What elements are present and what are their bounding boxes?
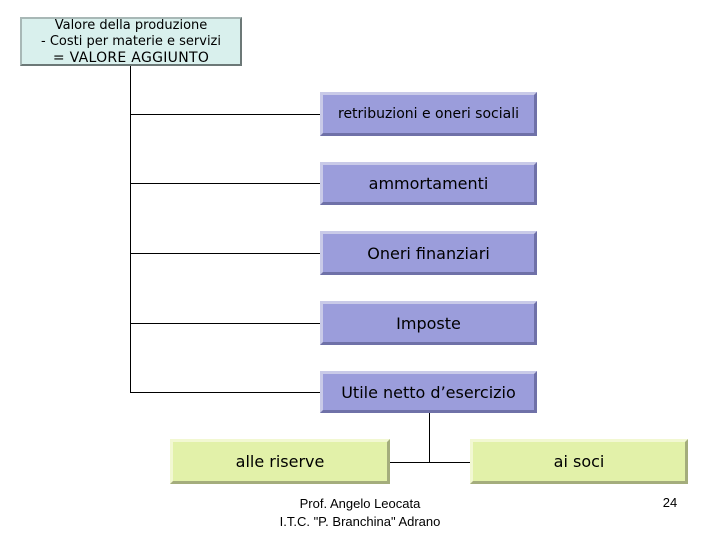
header-line-production: Valore della produzione: [54, 17, 208, 33]
item-utile-netto: Utile netto d’esercizio: [320, 371, 537, 413]
item-label: retribuzioni e oneri sociali: [338, 106, 519, 122]
footer-school: I.T.C. "P. Branchina" Adrano: [279, 514, 441, 529]
item-label: Oneri finanziari: [367, 243, 490, 263]
item-imposte: Imposte: [320, 301, 537, 345]
item-label: ammortamenti: [368, 174, 489, 193]
header-line-costs: - Costi per materie e servizi: [41, 33, 221, 49]
header-line-value-added: = VALORE AGGIUNTO: [52, 49, 210, 66]
item-label: Utile netto d’esercizio: [341, 382, 516, 402]
slide-footer: Prof. Angelo Leocata I.T.C. "P. Branchin…: [250, 495, 470, 531]
page-number: 24: [662, 495, 678, 510]
footer-author: Prof. Angelo Leocata: [299, 496, 421, 511]
connector-line: [130, 392, 320, 393]
connector-line: [130, 253, 320, 254]
value-added-box: Valore della produzione - Costi per mate…: [20, 17, 242, 66]
split-vertical-connector: [429, 413, 430, 462]
box-alle-riserve: alle riserve: [170, 439, 390, 484]
item-ammortamenti: ammortamenti: [320, 162, 537, 205]
split-label-left: alle riserve: [235, 452, 325, 471]
item-label: Imposte: [396, 313, 461, 333]
item-oneri-finanziari: Oneri finanziari: [320, 231, 537, 275]
split-label-right: ai soci: [553, 452, 605, 471]
connector-line: [130, 183, 320, 184]
box-ai-soci: ai soci: [470, 439, 688, 484]
main-vertical-connector: [130, 66, 131, 392]
connector-line: [130, 114, 320, 115]
split-horizontal-connector: [390, 462, 470, 463]
item-retribuzioni: retribuzioni e oneri sociali: [320, 92, 537, 136]
connector-line: [130, 323, 320, 324]
